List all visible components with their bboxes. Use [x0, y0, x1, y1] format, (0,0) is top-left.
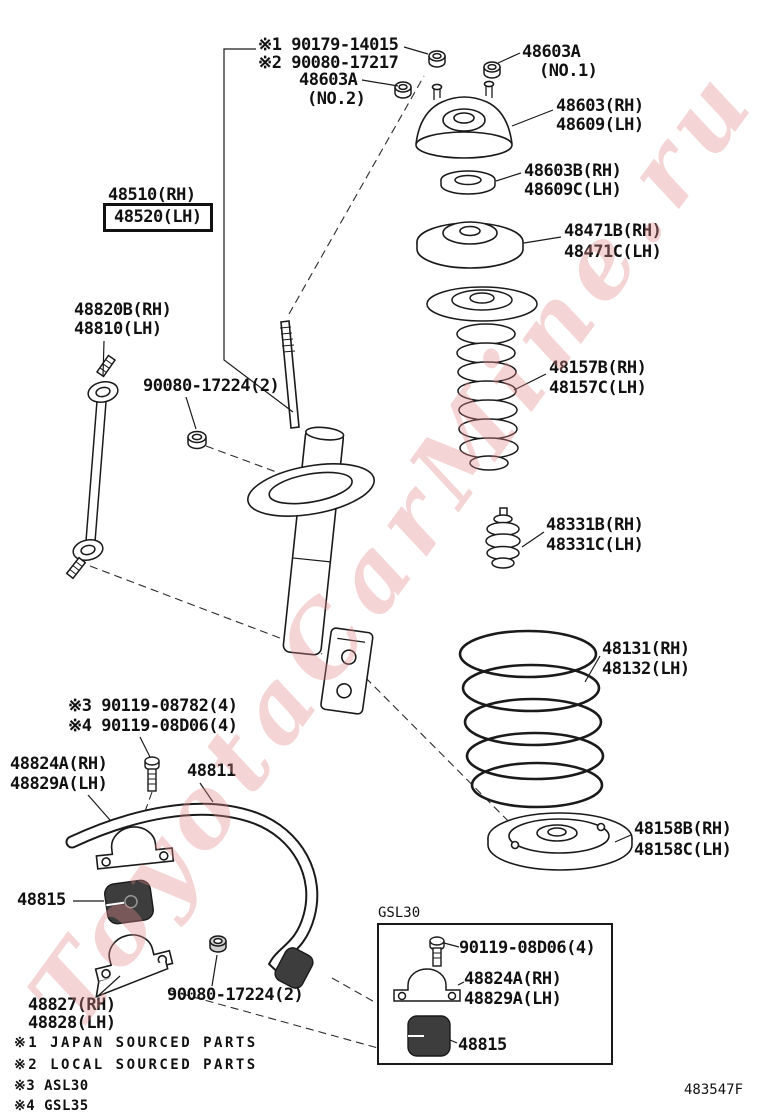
support-nut-no1 — [483, 61, 501, 79]
label-bar-nut: 90080-17224(2) — [167, 985, 304, 1005]
inset-bracket — [393, 968, 461, 1002]
lower-spring-seat — [487, 812, 633, 871]
label-rod-nut-alt2: ※2 90080-17217 — [258, 53, 399, 73]
bar-nut — [209, 935, 227, 953]
label-support-lh: 48609(LH) — [556, 115, 644, 135]
label-bar: 48811 — [187, 761, 236, 781]
label-link-nut: 90080-17224(2) — [143, 376, 280, 396]
label-absorber-lh-box: 48520(LH) — [103, 203, 213, 232]
coil-spring — [458, 629, 605, 809]
inset-label-bolt: 90119-08D06(4) — [459, 938, 596, 958]
label-upper-seat-lh: 48471C(LH) — [564, 242, 662, 262]
inset-bushing — [407, 1015, 451, 1057]
label-absorber-rh: 48510(RH) — [108, 185, 196, 205]
label-bushing: 48815 — [17, 890, 66, 910]
label-spring-lh: 48132(LH) — [602, 659, 690, 679]
inset-box — [377, 923, 613, 1065]
label-upper-seat-rh: 48471B(RH) — [564, 221, 662, 241]
bearing-dust-seal — [440, 170, 496, 195]
footnote-3: ※3 ASL30 — [14, 1078, 89, 1094]
label-bracket-bolt-3: ※3 90119-08782(4) — [68, 696, 238, 716]
inset-tag: GSL30 — [378, 905, 421, 921]
label-spring-rh: 48131(RH) — [602, 639, 690, 659]
upper-spring-seat — [416, 221, 524, 269]
stabilizer-bracket-bolt — [144, 756, 160, 792]
support-nut-no2 — [394, 81, 412, 99]
label-bracket2-rh: 48827(RH) — [28, 995, 116, 1015]
footnote-1: ※1 JAPAN SOURCED PARTS — [14, 1035, 258, 1051]
dust-boot — [426, 286, 538, 471]
label-support-no1: 48603A — [522, 42, 581, 62]
label-dust-seal-lh: 48609C(LH) — [524, 180, 622, 200]
label-lower-seat-rh: 48158B(RH) — [634, 819, 732, 839]
label-support-no1-note: (NO.1) — [539, 61, 598, 81]
label-bump-lh: 48331C(LH) — [546, 535, 644, 555]
label-link-rh: 48820B(RH) — [74, 300, 172, 320]
inset-label-bracket-lh: 48829A(LH) — [464, 989, 562, 1009]
label-support-no2: 48603A — [299, 70, 358, 90]
label-bracket-lh: 48829A(LH) — [10, 774, 108, 794]
bar-end-bushing — [274, 947, 314, 989]
label-link-lh: 48810(LH) — [74, 319, 162, 339]
stabilizer-bar — [65, 802, 319, 984]
label-absorber-lh: 48520(LH) — [114, 207, 202, 227]
footnote-2: ※2 LOCAL SOURCED PARTS — [14, 1057, 258, 1073]
strut-support-mount — [415, 80, 513, 159]
label-bracket2-lh: 48828(LH) — [28, 1013, 116, 1033]
stabilizer-bracket-lower — [94, 934, 174, 999]
stabilizer-link — [65, 354, 119, 580]
stabilizer-bushing — [104, 879, 154, 925]
label-bump-rh: 48331B(RH) — [546, 515, 644, 535]
label-bracket-rh: 48824A(RH) — [10, 754, 108, 774]
inset-label-bracket-rh: 48824A(RH) — [464, 969, 562, 989]
label-lower-seat-lh: 48158C(LH) — [634, 840, 732, 860]
shock-absorber-strut — [247, 320, 375, 715]
inset-bracket-bolt — [429, 936, 445, 967]
leader-lines — [73, 46, 632, 1044]
label-boot-lh: 48157C(LH) — [549, 378, 647, 398]
inset-label-bushing: 48815 — [458, 1035, 507, 1055]
label-dust-seal-rh: 48603B(RH) — [524, 161, 622, 181]
figure-code: 483547F — [684, 1082, 744, 1098]
link-nut — [187, 430, 207, 450]
label-rod-nut-alt1: ※1 90179-14015 — [258, 35, 399, 55]
bump-stopper — [485, 507, 521, 569]
label-support-no2-note: (NO.2) — [307, 89, 366, 109]
label-boot-rh: 48157B(RH) — [549, 358, 647, 378]
label-support-rh: 48603(RH) — [556, 96, 644, 116]
strut-rod-nut — [428, 50, 446, 68]
label-bracket-bolt-4: ※4 90119-08D06(4) — [68, 716, 238, 736]
stabilizer-bracket-front — [95, 826, 175, 870]
footnote-4: ※4 GSL35 — [14, 1098, 89, 1112]
